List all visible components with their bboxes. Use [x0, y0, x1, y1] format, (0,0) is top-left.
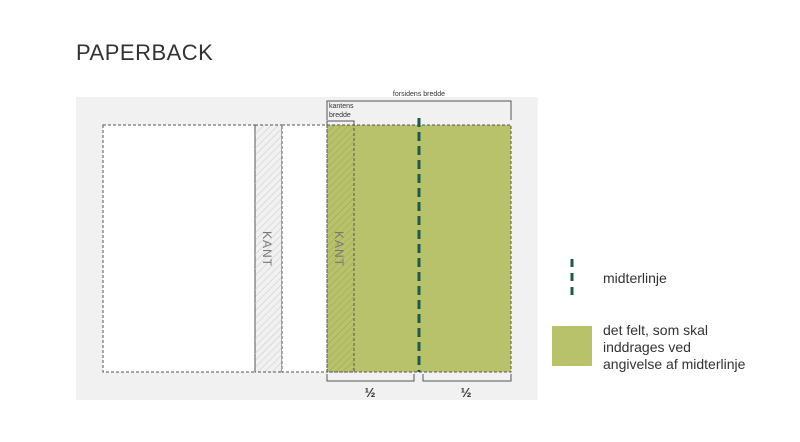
page-title: PAPERBACK [76, 40, 214, 65]
legend-area-label-1: det felt, som skal [603, 322, 709, 338]
half-right-bracket [422, 374, 512, 382]
legend-centerline-label: midterlinje [603, 270, 667, 286]
legend-area-label-3: angivelse af midterlinje [603, 356, 746, 372]
spine-width-label-line2: bredde [329, 112, 351, 119]
half-left-label: ½ [365, 385, 376, 400]
half-left-bracket [326, 374, 415, 382]
spine-left-label: KANT [260, 231, 274, 267]
legend-area-label-2: inddrages ved [603, 339, 691, 355]
inner-flap [281, 124, 328, 373]
front-width-bracket [326, 100, 512, 120]
back-cover [102, 124, 256, 373]
front-width-label: forsidens bredde [393, 91, 445, 98]
spine-width-bracket [326, 120, 355, 125]
spine-right-label: KANT [332, 231, 346, 267]
spine-right [326, 124, 355, 373]
spine-left [254, 124, 283, 373]
legend-area-swatch [552, 326, 592, 366]
half-right-label: ½ [461, 385, 472, 400]
spine-width-label-line1: kantens [329, 103, 354, 110]
